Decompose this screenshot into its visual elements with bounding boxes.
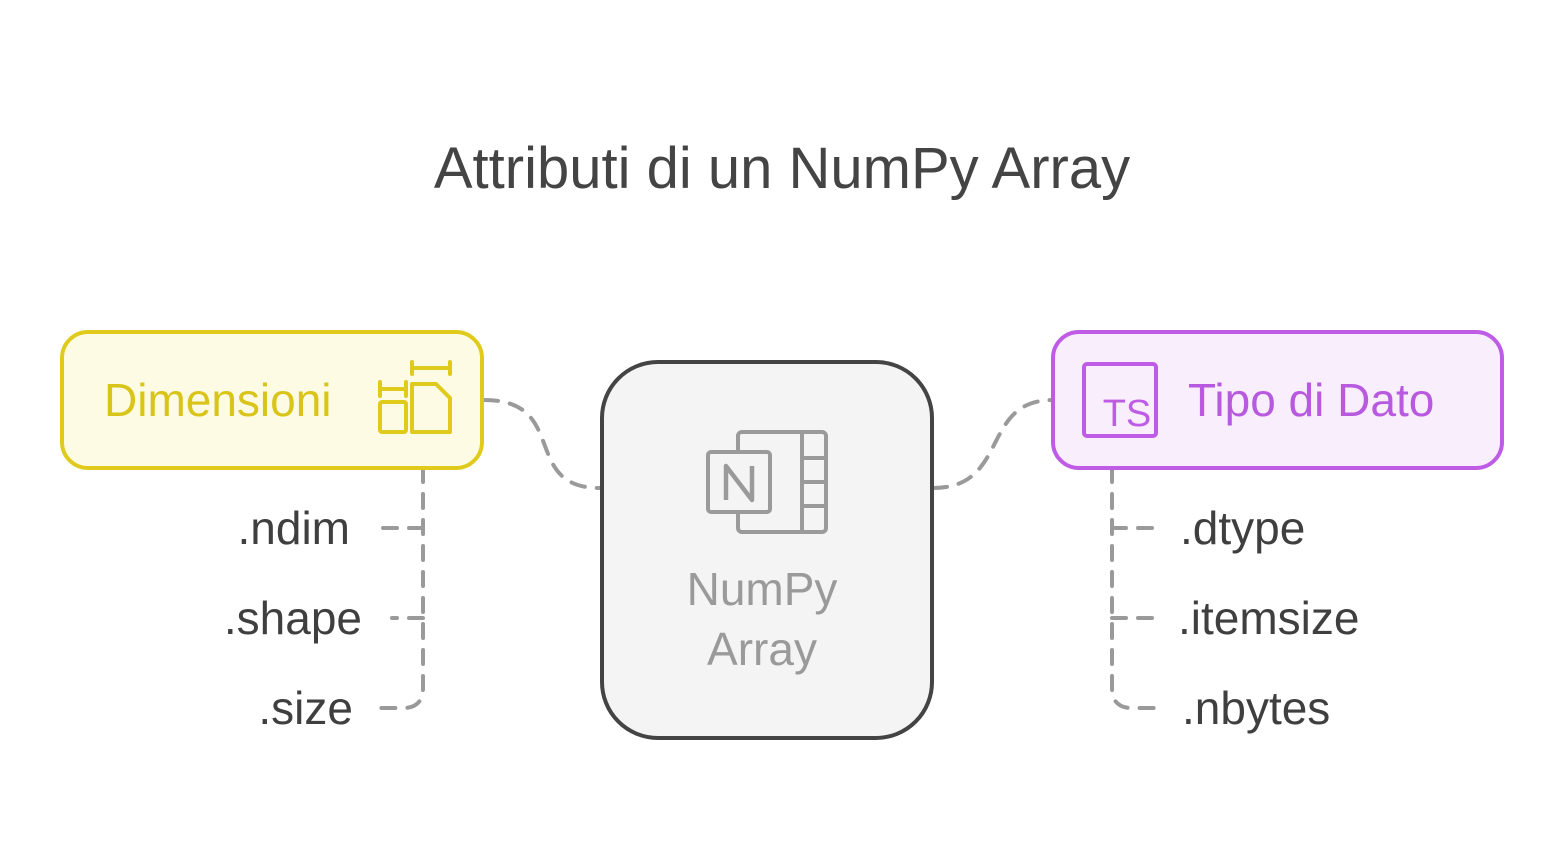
numpy-array-box: NumPy Array [600, 360, 934, 740]
diagram-title: Attributi di un NumPy Array [434, 136, 1130, 201]
attribute-itemsize: .itemsize [1178, 592, 1359, 644]
connector-right-to-center [931, 398, 1055, 490]
tipo-di-dato-attributes: .dtype .itemsize .nbytes [1178, 502, 1359, 734]
connector-right-trunk [1110, 466, 1162, 710]
typescript-icon-text: TS [1103, 393, 1152, 435]
tipo-di-dato-box-frame [1051, 330, 1504, 470]
resize-shapes-icon [378, 360, 452, 434]
tipo-di-dato-label: Tipo di Dato [1188, 374, 1434, 426]
tipo-di-dato-box: TS Tipo di Dato [1051, 330, 1504, 470]
typescript-icon: TS [1082, 362, 1158, 438]
attribute-size: .size [258, 682, 353, 734]
connector-left-to-center [482, 398, 602, 490]
attribute-nbytes: .nbytes [1182, 682, 1330, 734]
numpy-array-box-frame [600, 360, 934, 740]
dimensioni-box: Dimensioni [60, 330, 484, 470]
attribute-ndim: .ndim [238, 502, 350, 554]
connector-left-trunk [376, 466, 425, 710]
dimensioni-attributes: .ndim .shape .size [224, 502, 362, 734]
onenote-notebook-icon [706, 430, 828, 534]
attribute-dtype: .dtype [1180, 502, 1305, 554]
connectors [376, 398, 1162, 710]
attribute-shape: .shape [224, 592, 362, 644]
dimensioni-label: Dimensioni [104, 374, 332, 426]
dimensioni-box-frame [60, 330, 484, 470]
numpy-array-label-line2: Array [707, 623, 817, 675]
numpy-array-label-line1: NumPy [687, 563, 838, 615]
